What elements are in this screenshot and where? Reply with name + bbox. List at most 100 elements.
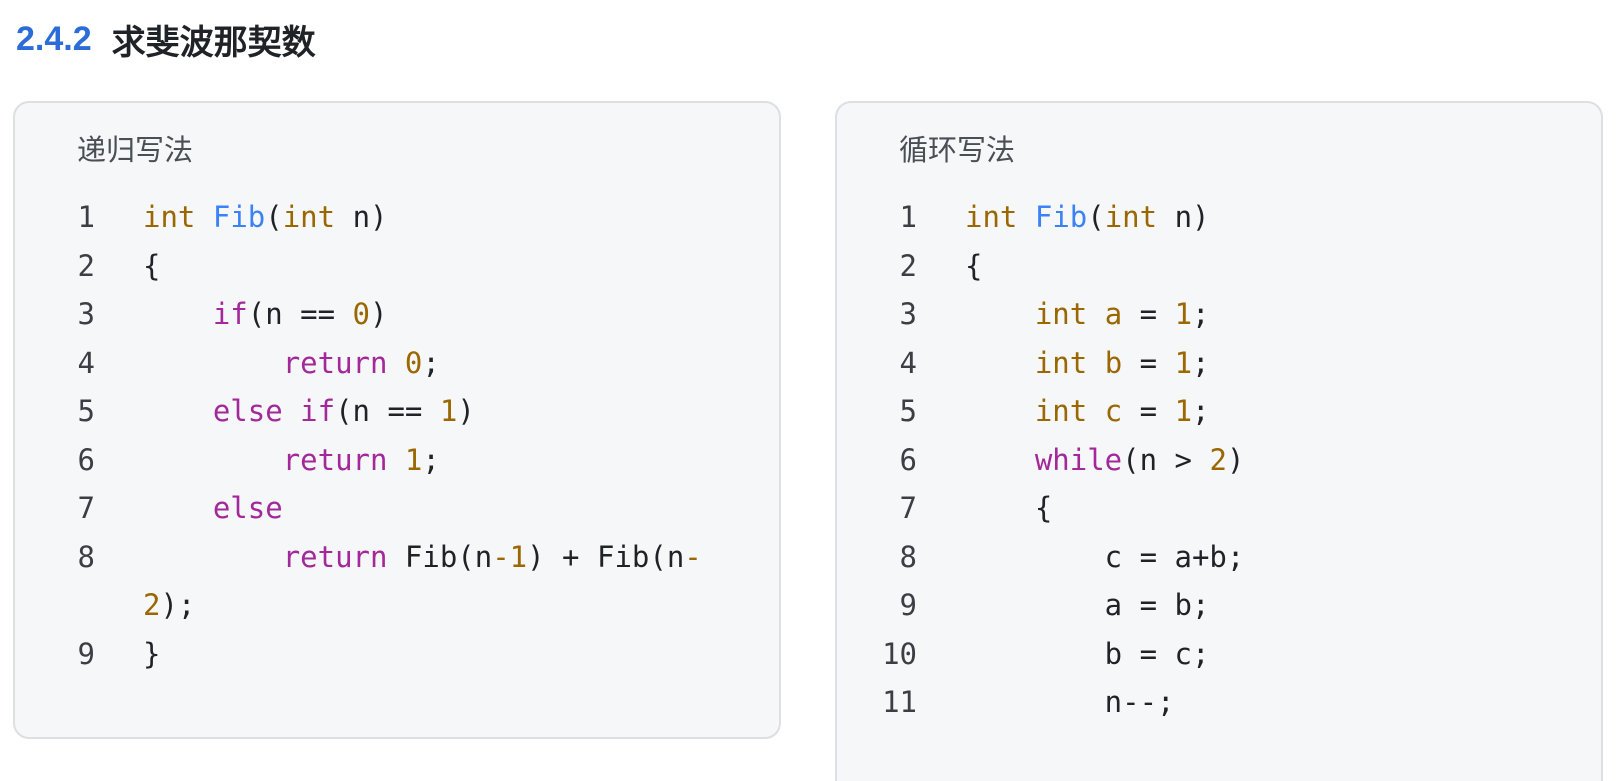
code-token: Fib xyxy=(212,200,266,234)
code-token: 1 xyxy=(1174,297,1193,331)
line-number: 3 xyxy=(899,297,917,331)
code-token: ) xyxy=(1226,442,1245,477)
code-token xyxy=(1087,346,1104,380)
code-line: 7 { xyxy=(837,484,1601,533)
line-code: else if(n == 1) xyxy=(143,387,475,436)
code-token: = xyxy=(1122,345,1175,380)
code-token: = xyxy=(1122,394,1175,428)
code-token: int xyxy=(282,200,336,234)
code-token: b xyxy=(1104,345,1123,380)
code-line: 5 else if(n == 1) xyxy=(15,387,779,436)
code-block-title: 递归写法 xyxy=(77,133,194,167)
line-number: 5 xyxy=(899,394,917,428)
line-number: 9 xyxy=(77,636,95,671)
code-token: ) + Fib(n xyxy=(527,539,685,574)
line-code: int b = 1; xyxy=(965,339,1210,388)
line-code: n--; xyxy=(965,678,1175,727)
code-token: else xyxy=(212,394,283,428)
code-token: return xyxy=(282,345,388,380)
code-token: } xyxy=(143,636,161,671)
line-number: 8 xyxy=(899,539,917,574)
code-token: Fib xyxy=(1034,200,1088,234)
code-line: 3 if(n == 0) xyxy=(15,290,779,339)
code-token: if xyxy=(300,394,336,428)
section-title: 求斐波那契数 xyxy=(111,22,316,63)
line-number: 8 xyxy=(77,539,95,574)
line-code: if(n == 0) xyxy=(143,290,388,339)
code-token: int xyxy=(1034,345,1088,380)
line-number: 1 xyxy=(899,200,917,234)
code-token: { xyxy=(965,491,1053,525)
section-heading: 2.4.2 求斐波那契数 xyxy=(16,14,316,64)
code-token: - xyxy=(684,539,702,574)
code-line: 3 int a = 1; xyxy=(837,290,1601,339)
code-token xyxy=(195,200,212,234)
line-code: int Fib(int n) xyxy=(143,193,388,242)
code-token: a = b; xyxy=(965,588,1210,622)
code-token: n) xyxy=(1157,200,1210,234)
code-token xyxy=(283,394,300,428)
code-token: ; xyxy=(1192,394,1210,428)
code-token: int xyxy=(1034,394,1088,428)
code-token: 1 xyxy=(1174,345,1193,380)
line-number: 4 xyxy=(899,345,917,380)
code-token xyxy=(143,491,213,525)
code-token: return xyxy=(282,539,388,574)
code-token xyxy=(143,394,213,428)
code-token: 1 xyxy=(404,442,423,477)
code-line: 9 a = b; xyxy=(837,581,1601,630)
code-token: (n > xyxy=(1122,442,1210,477)
code-token: c = a+b; xyxy=(965,539,1245,574)
code-line: 2{ xyxy=(837,242,1601,291)
section-number: 2.4.2 xyxy=(16,19,92,58)
line-code: int c = 1; xyxy=(965,387,1210,436)
code-token: int xyxy=(965,200,1018,234)
code-token xyxy=(965,346,1035,380)
line-number: 9 xyxy=(899,588,917,622)
code-token: if xyxy=(212,297,248,331)
code-token: { xyxy=(143,248,161,283)
line-number: 10 xyxy=(882,636,917,671)
code-line: 2{ xyxy=(15,242,779,291)
code-line: 11 n--; xyxy=(837,678,1601,727)
line-code: return 0; xyxy=(143,339,440,388)
code-token: ) xyxy=(457,394,475,428)
code-token xyxy=(387,346,404,380)
code-token xyxy=(965,394,1035,428)
code-token: 2 xyxy=(143,588,161,622)
code-token: 2 xyxy=(1209,442,1227,477)
code-token: ; xyxy=(422,345,440,380)
line-number: 7 xyxy=(899,491,917,525)
code-token: ; xyxy=(1192,297,1210,331)
code-token: int xyxy=(143,200,196,234)
code-token xyxy=(1017,200,1034,234)
code-token: ( xyxy=(265,200,283,234)
code-token: int xyxy=(1034,297,1088,331)
line-code: while(n > 2) xyxy=(965,436,1245,485)
code-token: 1 xyxy=(439,394,458,428)
line-number: 4 xyxy=(77,345,95,380)
line-code: return Fib(n-1) + Fib(n- xyxy=(143,533,702,582)
code-line: 8 return Fib(n-1) + Fib(n- xyxy=(15,533,779,582)
code-token xyxy=(143,540,283,574)
code-line: 6 while(n > 2) xyxy=(837,436,1601,485)
code-block-title: 循环写法 xyxy=(899,133,1016,167)
line-code: } xyxy=(143,630,160,679)
line-number: 6 xyxy=(899,442,917,477)
code-token: ); xyxy=(160,588,196,622)
code-token: 0 xyxy=(352,297,370,331)
line-code: 2); xyxy=(143,581,195,630)
code-token: ; xyxy=(422,442,440,477)
line-number: 1 xyxy=(77,200,95,234)
code-token: n) xyxy=(335,200,388,234)
code-token: a xyxy=(1104,297,1123,331)
code-token: ( xyxy=(1087,200,1105,234)
line-code: return 1; xyxy=(143,436,440,485)
code-token: = xyxy=(1122,297,1175,331)
line-number: 3 xyxy=(77,297,95,331)
